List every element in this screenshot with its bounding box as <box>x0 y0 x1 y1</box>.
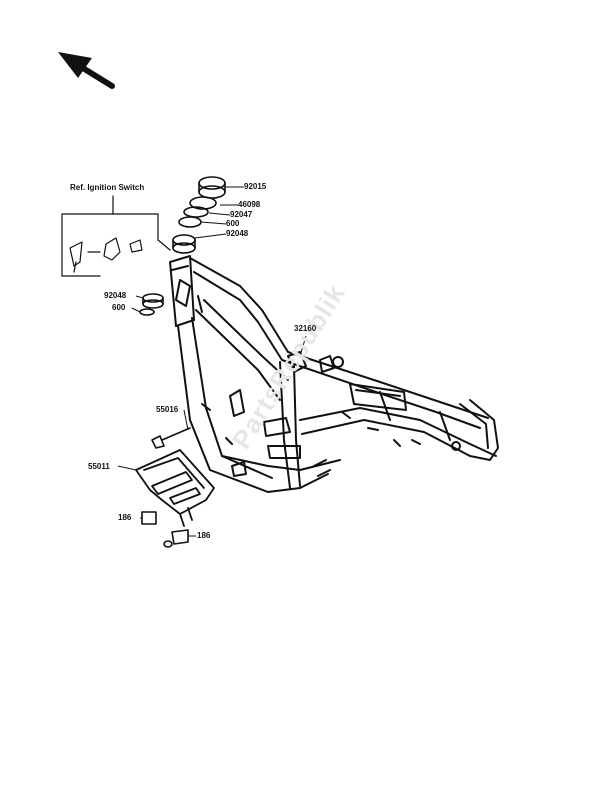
ref-ignition-switch-label: Ref. Ignition Switch <box>70 183 145 192</box>
direction-arrow-icon <box>58 52 115 89</box>
leader-lines <box>117 186 307 537</box>
part-label-186-right: 186 <box>197 531 211 540</box>
part-label-92015: 92015 <box>244 182 267 191</box>
collar-left <box>141 511 157 525</box>
part-label-32160: 32160 <box>294 324 317 333</box>
steering-stack <box>172 176 226 254</box>
part-label-46098: 46098 <box>238 200 261 209</box>
bolt-55016 <box>151 427 191 449</box>
ignition-switch-box <box>61 195 171 277</box>
engine-guard <box>135 449 215 527</box>
part-label-186-left: 186 <box>118 513 132 522</box>
collar-right <box>163 529 189 548</box>
main-frame <box>169 255 499 493</box>
part-label-600-top: 600 <box>226 219 240 228</box>
part-label-92048-top: 92048 <box>226 229 249 238</box>
part-label-55011: 55011 <box>88 462 110 471</box>
lower-bearing <box>139 293 164 316</box>
part-label-600-left: 600 <box>112 303 126 312</box>
part-label-92048-left: 92048 <box>104 291 127 300</box>
part-label-55016: 55016 <box>156 405 179 414</box>
part-label-92047: 92047 <box>230 210 253 219</box>
